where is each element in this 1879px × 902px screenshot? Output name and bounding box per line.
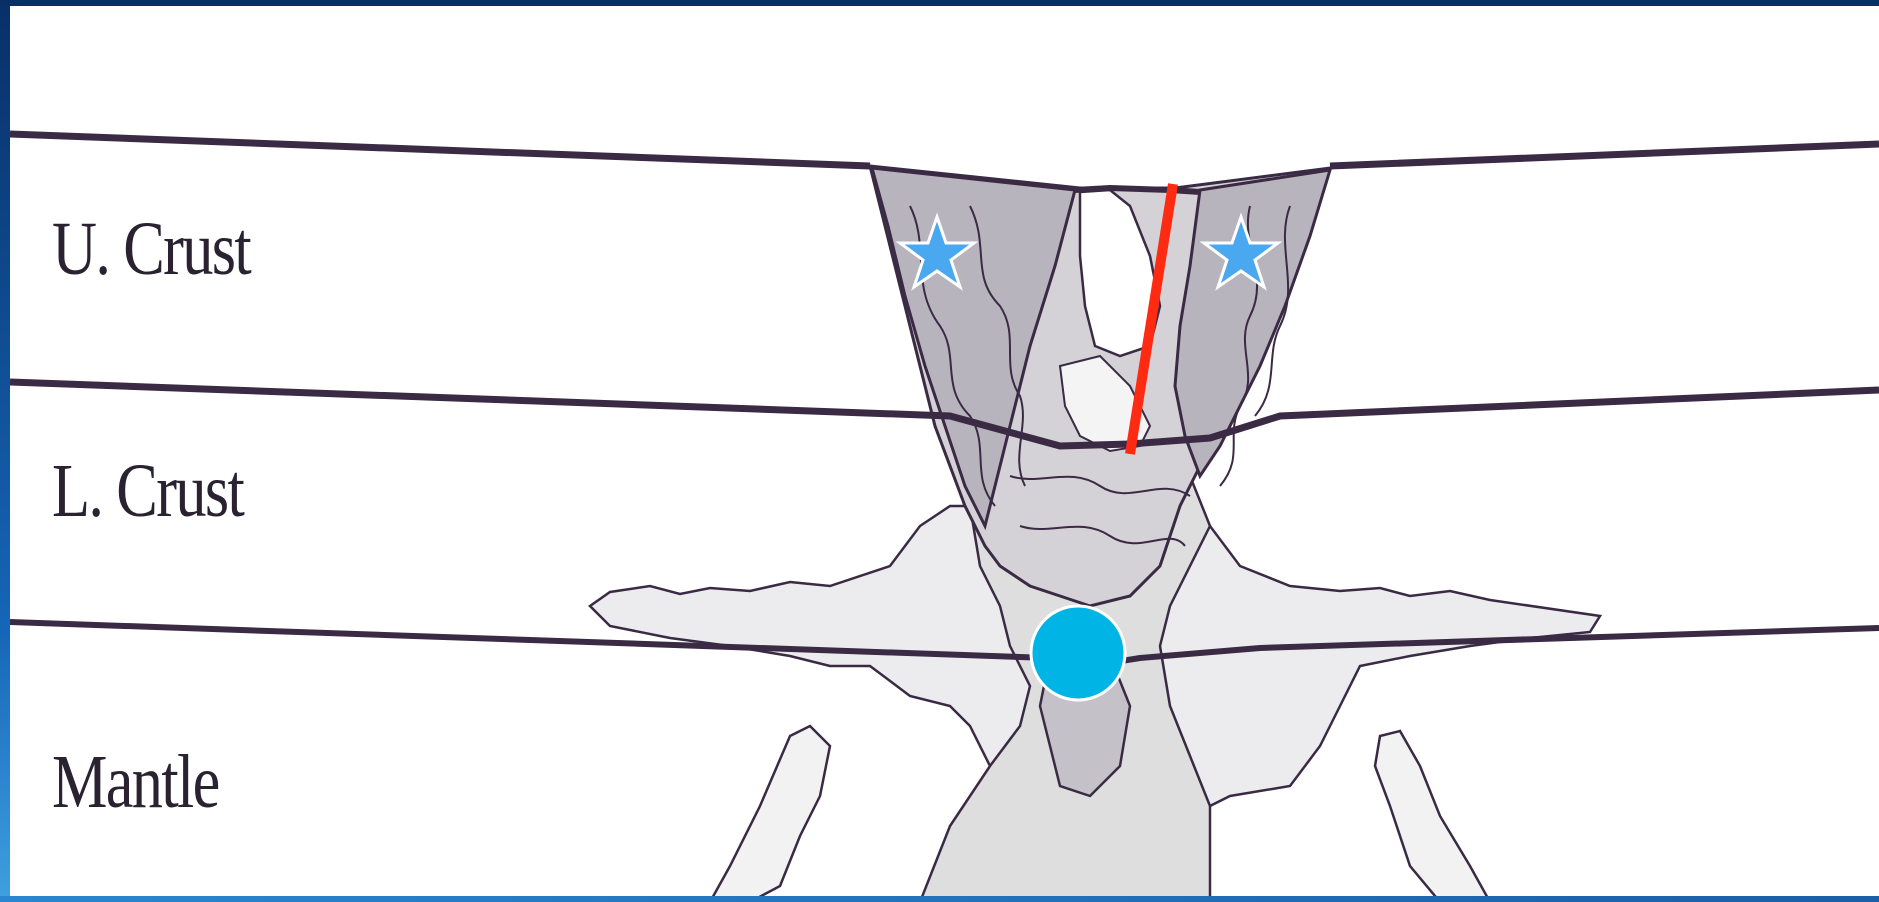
lower-crust-label: L. Crust xyxy=(52,448,243,535)
slide-left-border xyxy=(0,0,10,902)
circle-marker xyxy=(1031,606,1125,700)
horst-top-line xyxy=(1075,188,1200,192)
cross-section-panel: U. Crust L. Crust Mantle xyxy=(10,6,1879,902)
right-basin-wedge xyxy=(1175,170,1330,476)
right-mantle-lobe xyxy=(1375,731,1490,902)
surface-line xyxy=(10,134,1879,166)
mantle-label: Mantle xyxy=(52,739,219,826)
upper-crust-label: U. Crust xyxy=(52,206,250,293)
slide-bottom-border xyxy=(0,896,1879,902)
rift-cross-section-diagram xyxy=(10,6,1879,902)
left-mantle-lobe xyxy=(710,726,830,902)
